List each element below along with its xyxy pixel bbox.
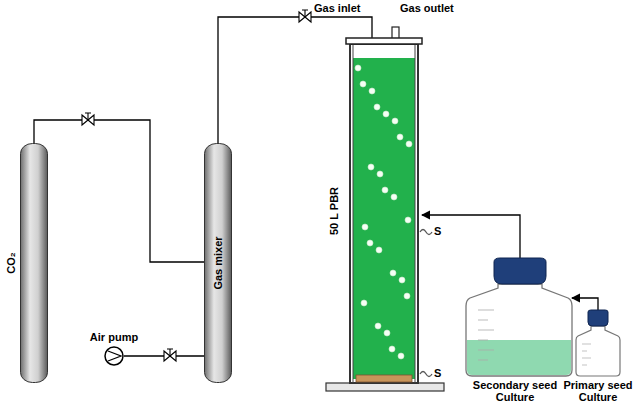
photobioreactor-outline bbox=[346, 38, 422, 383]
node-label: Air pump bbox=[90, 331, 138, 343]
base-plate bbox=[326, 383, 444, 391]
sample-label: S bbox=[434, 367, 441, 379]
pipe-connector bbox=[572, 298, 598, 310]
co2-cylinder-outline bbox=[20, 143, 48, 383]
node-label: Primary seed Culture bbox=[560, 379, 636, 403]
air-pump-outline bbox=[104, 346, 124, 366]
pipe-connector bbox=[34, 120, 204, 262]
valve-symbol bbox=[299, 10, 311, 22]
sample-port bbox=[420, 372, 432, 377]
node-label: Secondary seed Culture bbox=[465, 379, 565, 403]
sample-label: S bbox=[434, 225, 441, 237]
pipe-connector bbox=[218, 17, 372, 143]
co2-cylinder: CO₂ bbox=[20, 143, 48, 383]
seed-bottle: Secondary seed Culture bbox=[466, 258, 572, 376]
seed-bottle-outline bbox=[576, 310, 620, 376]
valve-symbol bbox=[82, 113, 94, 125]
pipe-connector bbox=[422, 215, 520, 258]
photobioreactor: 50 L PBR bbox=[346, 38, 422, 383]
pipe-label: Gas outlet bbox=[400, 2, 454, 14]
node-label: 50 L PBR bbox=[328, 186, 340, 234]
sample-port bbox=[420, 230, 432, 235]
pipe-connector bbox=[124, 356, 218, 383]
node-label: CO₂ bbox=[5, 252, 17, 273]
node-label: Gas mixer bbox=[212, 236, 224, 289]
seed-bottle: Primary seed Culture bbox=[576, 310, 620, 376]
valve-symbol bbox=[164, 349, 176, 361]
outlet-pipe bbox=[392, 27, 399, 39]
gas-mixer: Gas mixer bbox=[204, 143, 232, 383]
seed-bottle-outline bbox=[466, 258, 572, 376]
air-pump: Air pump bbox=[104, 346, 124, 366]
pipe-label: Gas inlet bbox=[314, 2, 360, 14]
